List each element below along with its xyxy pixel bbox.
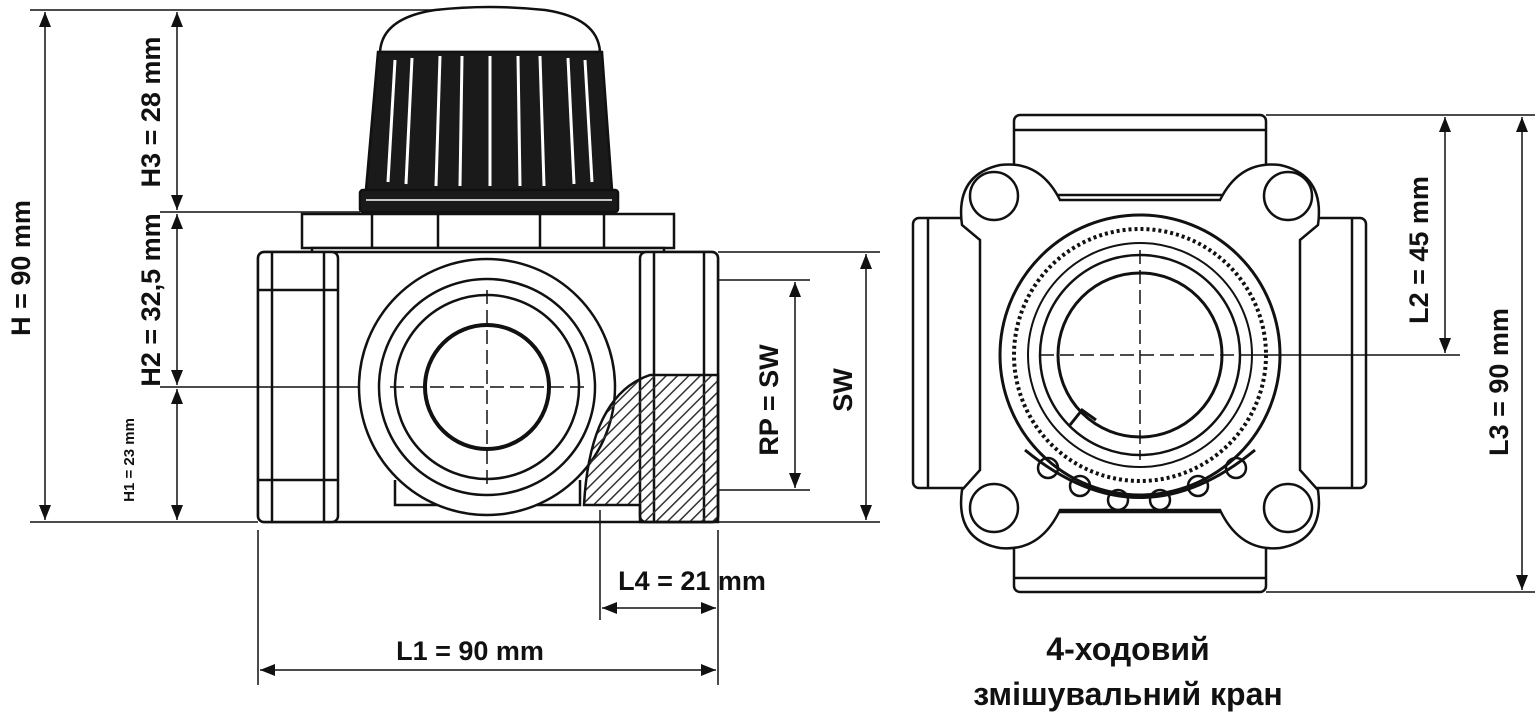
label-L4: L4 = 21 mm xyxy=(618,566,766,596)
front-view xyxy=(911,113,1368,594)
label-L3: L3 = 90 mm xyxy=(1484,308,1514,456)
dimension-lines-left xyxy=(30,9,880,685)
label-RP: RP = SW xyxy=(754,344,784,456)
valve-knob xyxy=(358,5,620,214)
label-H: H = 90 mm xyxy=(6,200,36,336)
dimension-lines-right xyxy=(1240,114,1535,593)
front-centerlines xyxy=(1040,250,1240,460)
centerlines xyxy=(390,290,590,485)
label-SW: SW xyxy=(828,368,858,412)
label-H1: H1 = 23 mm xyxy=(121,418,138,502)
top-port xyxy=(1012,113,1268,197)
section-cut xyxy=(582,373,720,524)
adjust-screws xyxy=(1024,448,1256,512)
side-view xyxy=(256,5,720,524)
label-H2: H2 = 32,5 mm xyxy=(136,213,166,386)
label-H3: H3 = 28 mm xyxy=(136,37,166,188)
label-L2: L2 = 45 mm xyxy=(1404,176,1434,324)
caption-line1: 4-ходовий xyxy=(1046,631,1209,667)
label-L1: L1 = 90 mm xyxy=(396,636,544,666)
pointer xyxy=(1068,407,1097,426)
caption-line2: змішувальний кран xyxy=(973,676,1282,712)
bottom-port xyxy=(1012,510,1268,594)
